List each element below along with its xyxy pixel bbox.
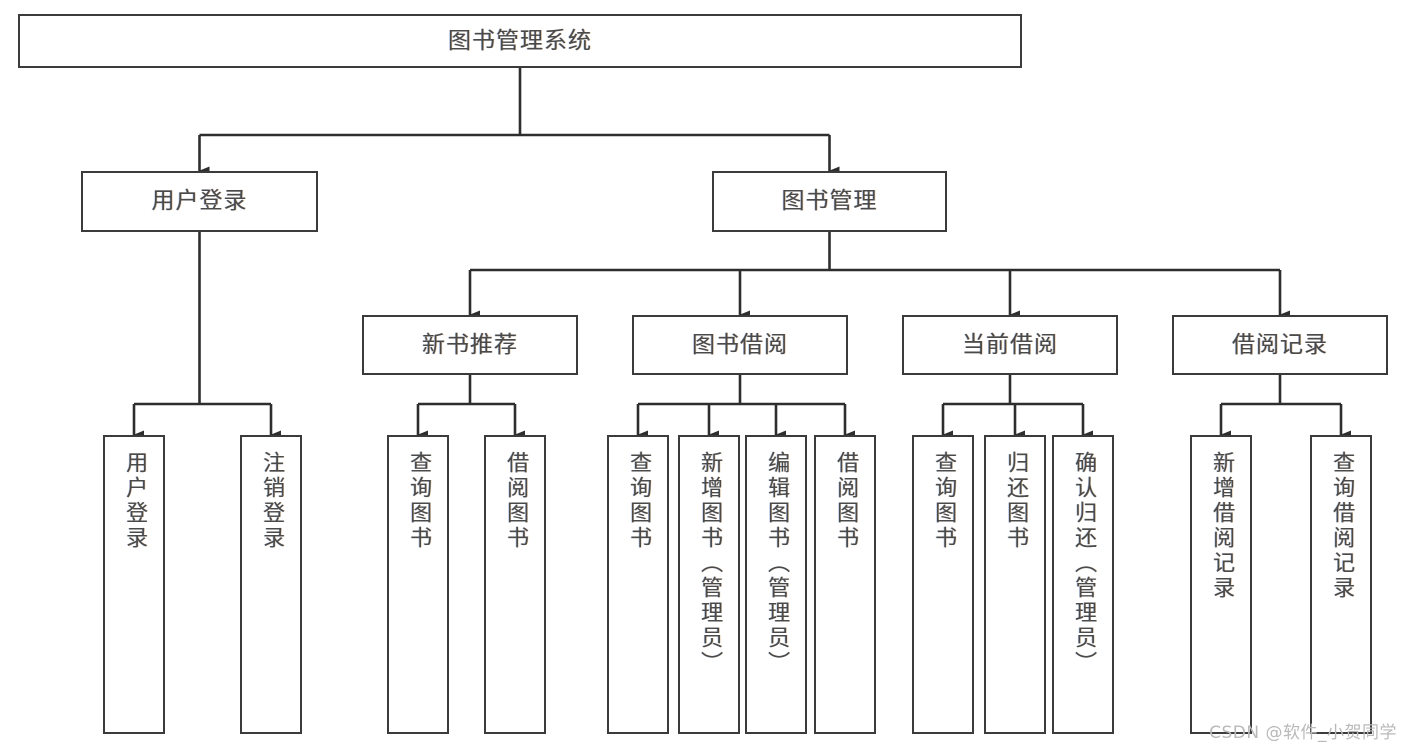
node-label: 借阅图书 [833,451,859,551]
node-label: 查询图书 [931,451,957,551]
node-label: 图书管理 [781,188,878,215]
node-label: 图书借阅 [692,331,788,358]
node-label: 查询借阅记录 [1329,451,1355,601]
leaf-borrow-book[interactable]: 借阅图书 [814,435,876,734]
node-label: 新增借阅记录 [1209,451,1235,601]
node-label: 注销登录 [259,451,285,551]
node-new-book-recommend[interactable]: 新书推荐 [362,315,578,375]
node-label: 新增图书（管理员） [697,451,723,676]
node-label: 查询图书 [406,451,432,551]
leaf-borrow-book-recommend[interactable]: 借阅图书 [484,435,546,734]
leaf-query-book-current[interactable]: 查询图书 [912,435,974,734]
leaf-user-login[interactable]: 用户登录 [103,435,165,734]
node-label: 借阅图书 [503,451,529,551]
node-label: 用户登录 [151,188,248,215]
leaf-confirm-return-admin[interactable]: 确认归还（管理员） [1052,435,1114,734]
leaf-query-book-borrow[interactable]: 查询图书 [607,435,669,734]
edges-group [132,68,1351,440]
node-label: 借阅记录 [1232,331,1328,358]
node-label: 用户登录 [122,451,148,551]
node-root-system[interactable]: 图书管理系统 [18,14,1022,68]
node-user-login[interactable]: 用户登录 [81,171,318,232]
node-borrow-record[interactable]: 借阅记录 [1172,315,1388,375]
watermark-text: CSDN @软件_小贺同学 [1209,723,1397,743]
leaf-edit-book-admin[interactable]: 编辑图书（管理员） [745,435,807,734]
node-label: 查询图书 [626,451,652,551]
leaf-add-book-admin[interactable]: 新增图书（管理员） [678,435,740,734]
leaf-query-book-recommend[interactable]: 查询图书 [387,435,449,734]
node-label: 当前借阅 [962,331,1058,358]
node-label: 图书管理系统 [448,27,592,54]
node-book-management[interactable]: 图书管理 [712,171,947,232]
node-label: 编辑图书（管理员） [764,451,790,676]
node-current-borrow[interactable]: 当前借阅 [902,315,1118,375]
leaf-return-book[interactable]: 归还图书 [984,435,1046,734]
node-book-borrow[interactable]: 图书借阅 [632,315,848,375]
node-label: 新书推荐 [422,331,518,358]
leaf-logout[interactable]: 注销登录 [240,435,302,734]
leaf-query-borrow-record[interactable]: 查询借阅记录 [1310,435,1372,734]
node-label: 归还图书 [1003,451,1029,551]
node-label: 确认归还（管理员） [1071,451,1097,676]
leaf-add-borrow-record[interactable]: 新增借阅记录 [1190,435,1252,734]
